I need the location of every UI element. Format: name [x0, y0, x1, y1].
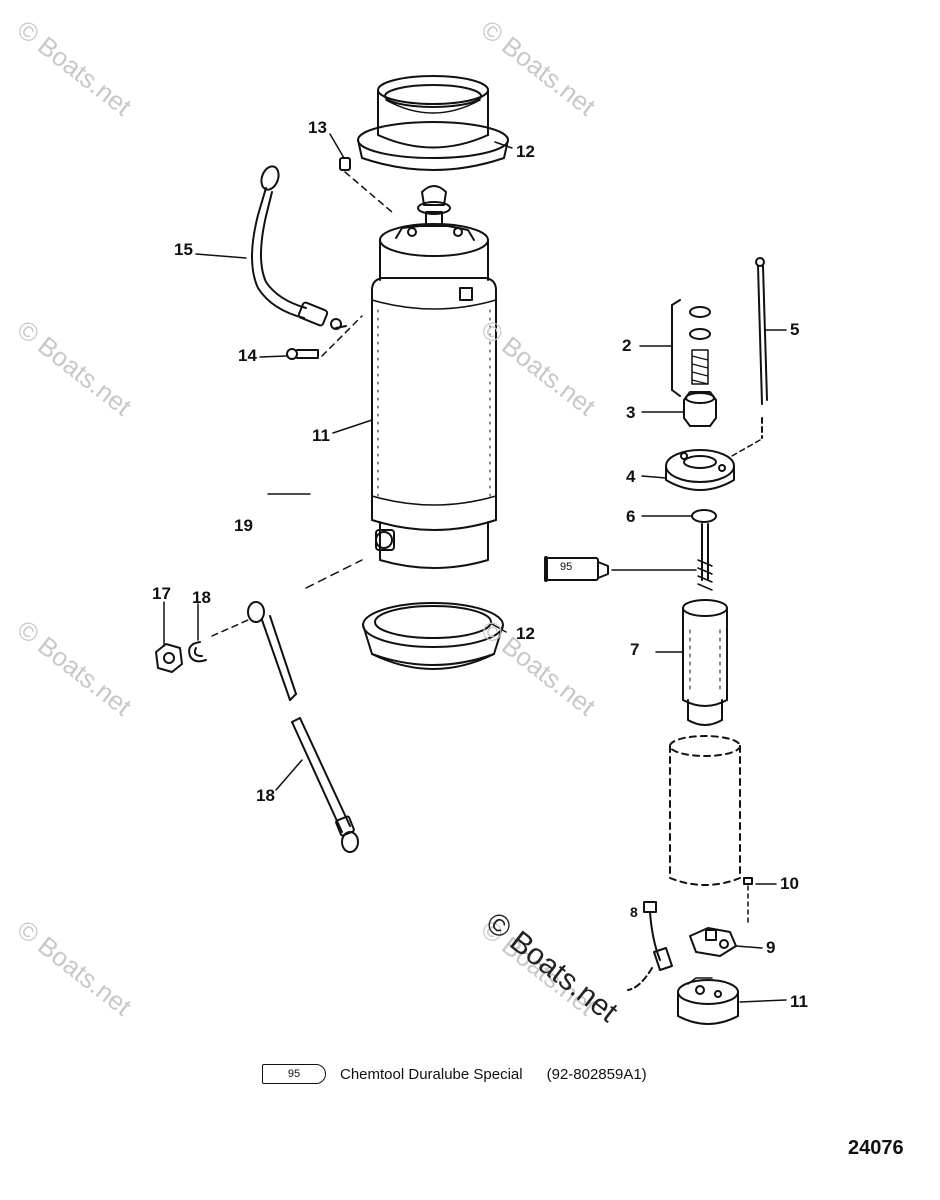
callout-7: 7	[630, 640, 640, 659]
drive-end-cap-part	[665, 449, 735, 491]
brush-lead-part	[627, 901, 673, 991]
legend: 95 Chemtool Duralube Special (92-802859A…	[262, 1064, 647, 1084]
callout-2: 2	[622, 336, 632, 355]
legend-tube-icon: 95	[262, 1064, 326, 1084]
callout-6: 6	[626, 507, 636, 526]
callout-14: 14	[238, 346, 257, 365]
callout-4: 4	[626, 467, 636, 486]
lubricant-tube-icon	[544, 556, 609, 582]
callout-3: 3	[626, 403, 636, 422]
collar-top-part	[357, 75, 509, 171]
nut-part	[155, 643, 183, 673]
brush-plate-part	[689, 927, 737, 957]
brush-screw-part	[743, 877, 753, 927]
callout-12: 12	[516, 624, 535, 643]
callout-17: 17	[152, 584, 171, 603]
tube-label: 95	[560, 561, 573, 573]
battery-cable-part	[251, 165, 347, 330]
screw-part	[286, 315, 363, 360]
through-bolt-part	[731, 257, 768, 457]
clip-part	[339, 157, 393, 213]
o-ring-part	[691, 509, 717, 523]
collar-bottom-part	[362, 602, 504, 670]
callout-9: 9	[766, 938, 776, 957]
callout-11: 11	[312, 426, 330, 445]
lock-washer-part	[188, 641, 207, 663]
ground-strap-part	[247, 601, 359, 853]
callout-8: 8	[630, 904, 638, 920]
legend-description: Chemtool Duralube Special	[340, 1065, 523, 1083]
armature-part	[682, 523, 728, 726]
motor-frame-part	[669, 735, 741, 886]
callout-5: 5	[790, 320, 800, 339]
callout-15: 15	[174, 240, 193, 259]
callout-11: 11	[790, 992, 808, 1011]
callout-19: 19	[234, 516, 253, 535]
callout-18: 18	[256, 786, 275, 805]
callout-12: 12	[516, 142, 535, 161]
diagram-id: 24076	[848, 1137, 904, 1159]
callout-10: 10	[780, 874, 799, 893]
callout-13: 13	[308, 118, 327, 137]
legend-part-number: (92-802859A1)	[546, 1065, 647, 1083]
callout-18: 18	[192, 588, 211, 607]
spring-stack-part	[671, 299, 711, 397]
pinion-part	[683, 391, 717, 427]
leader-lines	[163, 133, 787, 1003]
commutator-end-cap-part	[677, 977, 739, 1025]
starter-motor-body	[371, 185, 497, 569]
